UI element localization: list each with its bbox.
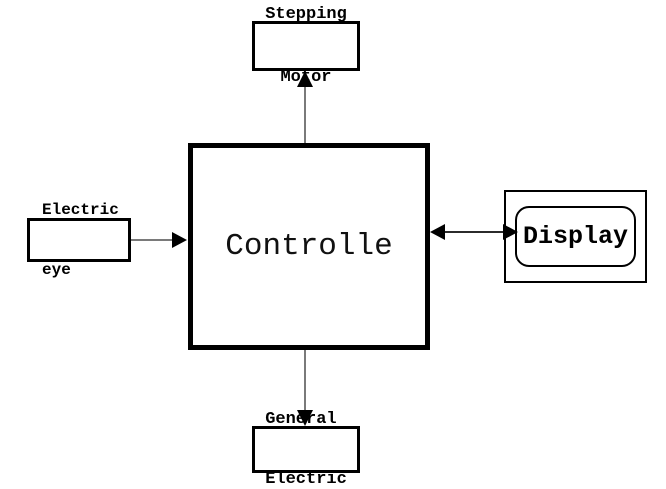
node-general-electric: General Electric xyxy=(252,410,360,489)
arrowhead-right-icon xyxy=(172,232,187,248)
node-controller: Controlle xyxy=(188,143,430,350)
electric-eye-label-line2: eye xyxy=(42,261,71,279)
electric-eye-label-line1: Electric xyxy=(42,201,119,219)
display-label: Display xyxy=(522,222,629,251)
arrow-controller-to-motor-shaft xyxy=(304,86,306,143)
arrowhead-left-icon xyxy=(430,224,445,240)
arrowhead-down-icon xyxy=(297,410,313,426)
arrow-controller-display-shaft xyxy=(442,231,506,233)
node-display-outer-frame: Display xyxy=(504,190,647,283)
arrow-controller-to-ge-shaft xyxy=(304,350,306,410)
node-electric-eye: Electric eye xyxy=(27,201,131,279)
stepping-motor-label-line1: Stepping xyxy=(265,5,347,24)
arrowhead-right-icon xyxy=(503,224,518,240)
arrowhead-up-icon xyxy=(297,71,313,87)
node-stepping-motor: Stepping Motor xyxy=(252,5,360,87)
arrow-eye-to-controller-shaft xyxy=(131,239,173,241)
node-display-screen: Display xyxy=(515,206,636,267)
controller-label: Controlle xyxy=(225,229,393,264)
general-electric-label-line2: Electric xyxy=(265,469,347,489)
